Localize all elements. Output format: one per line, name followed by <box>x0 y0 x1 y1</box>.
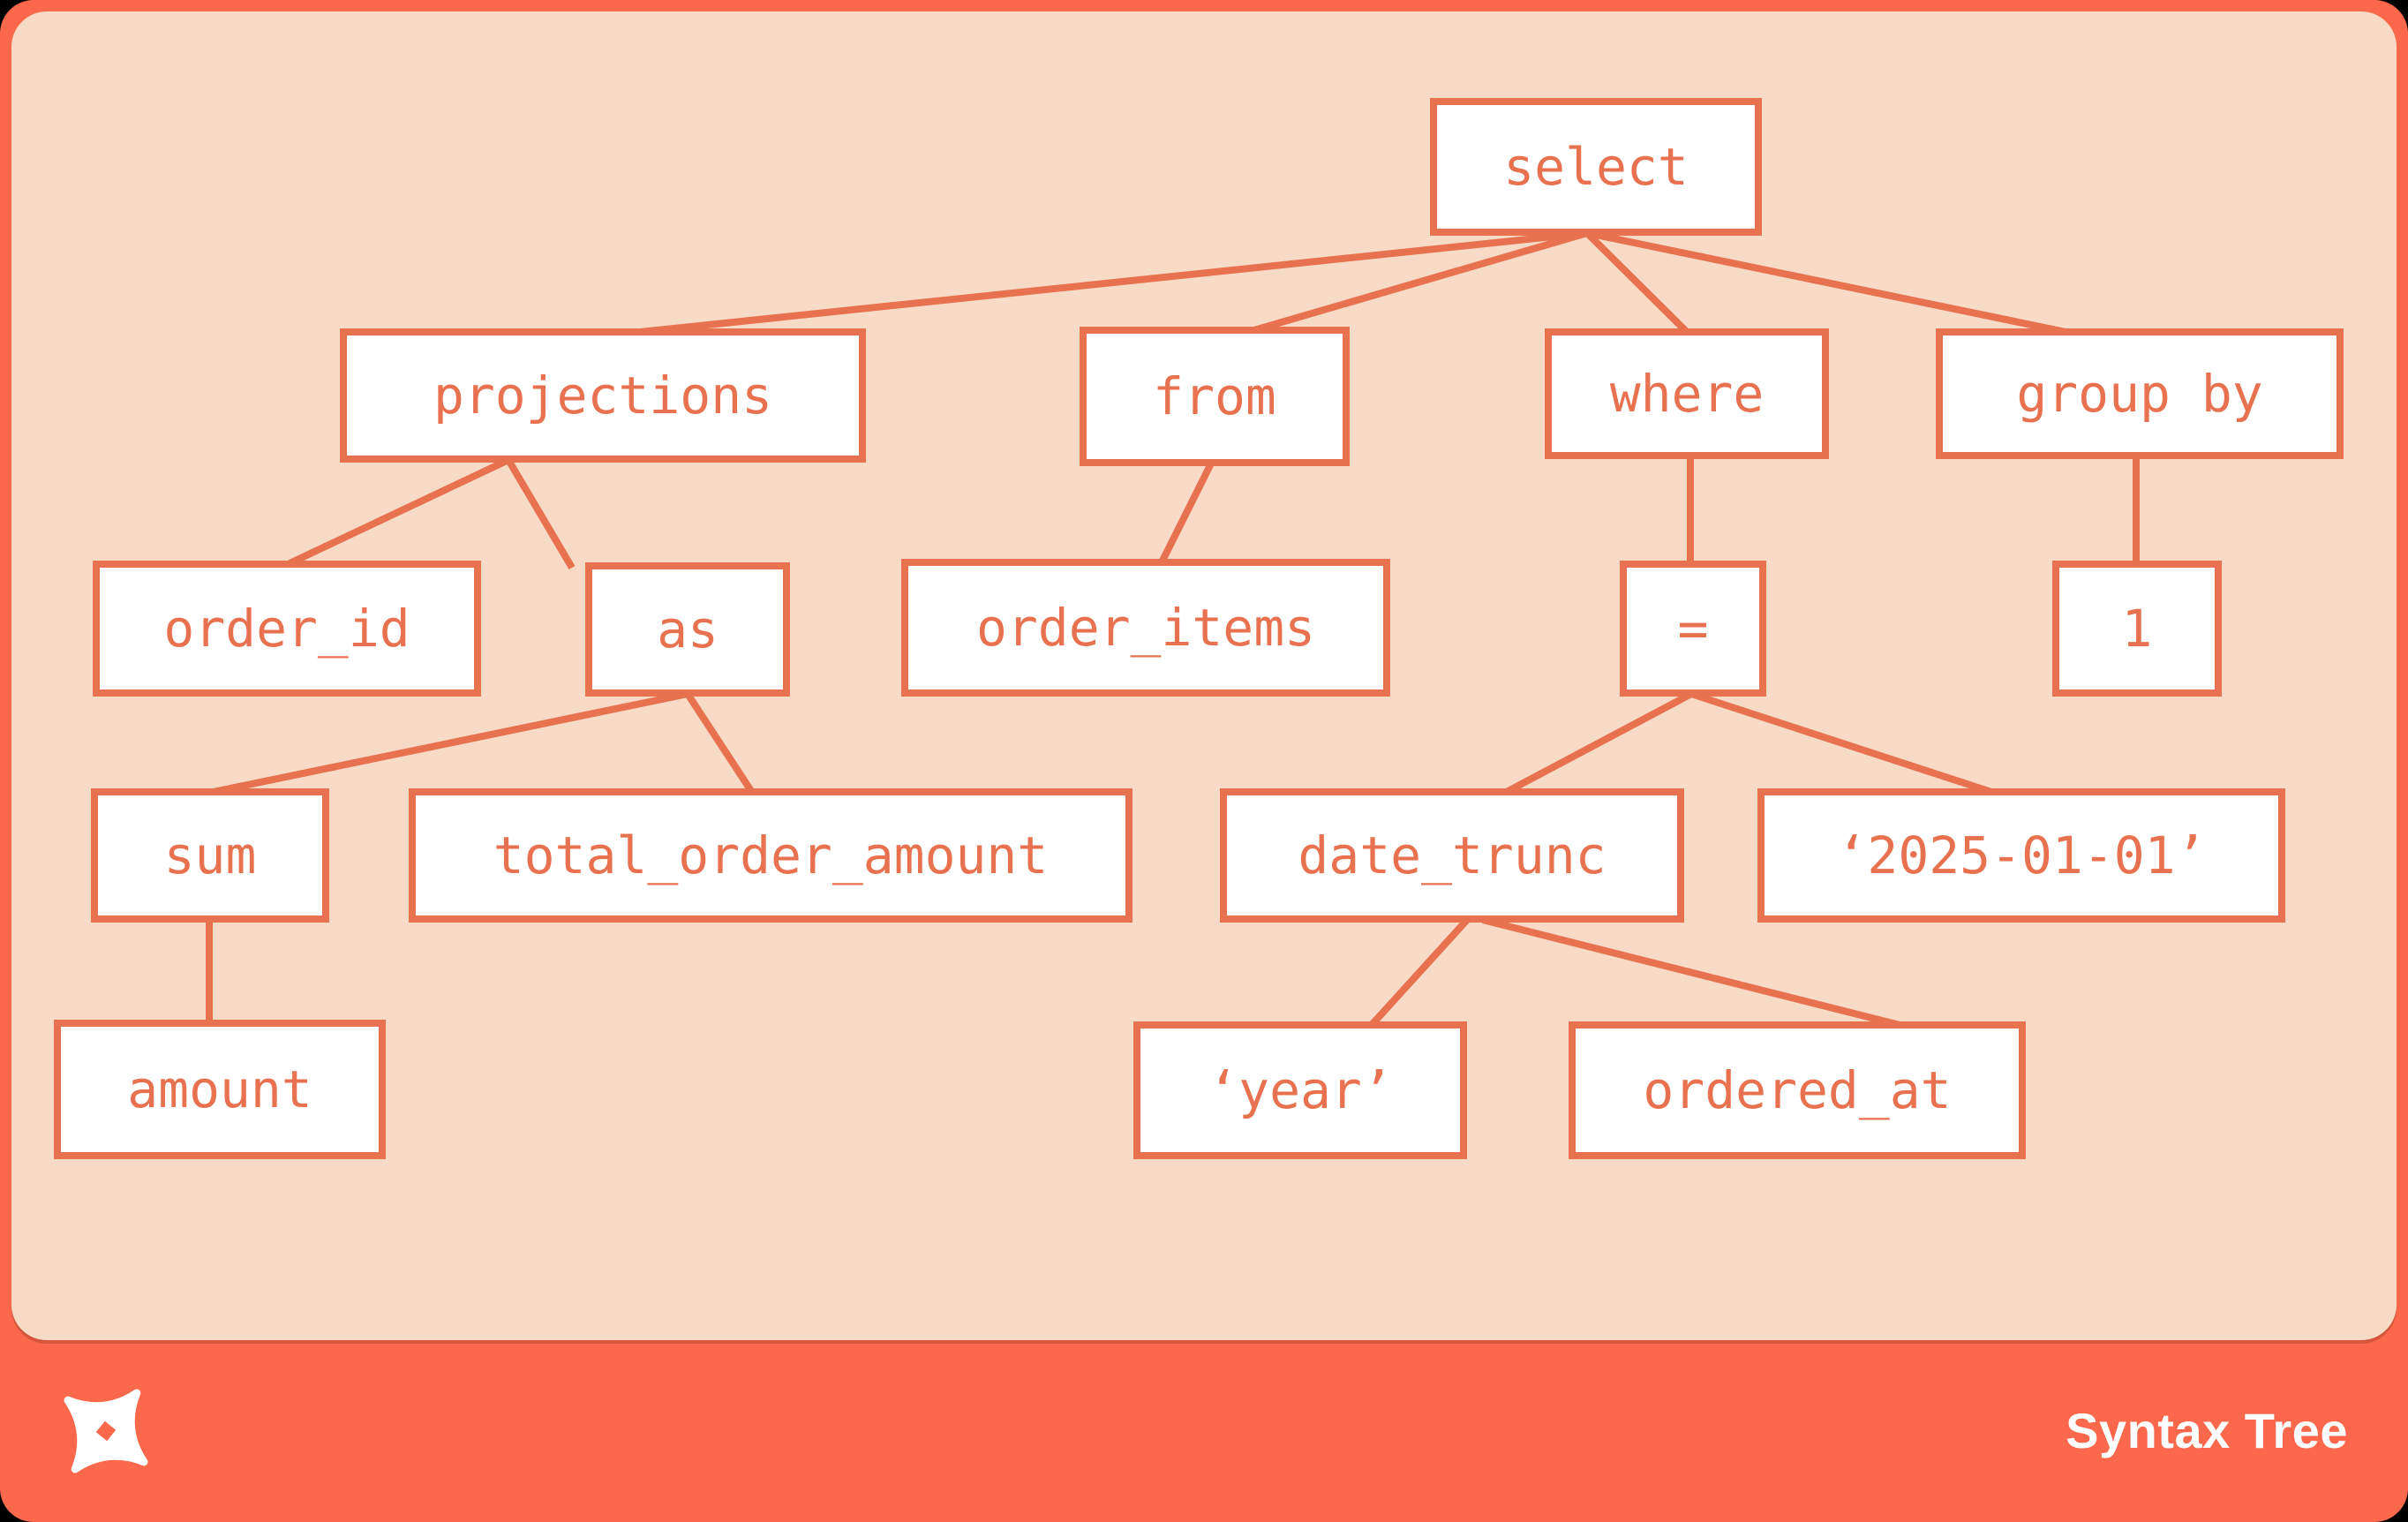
tree-node-projections: projections <box>340 328 866 463</box>
tree-node-as: as <box>585 562 790 697</box>
tree-node-from: from <box>1080 327 1350 466</box>
tree-node-where: where <box>1545 328 1829 459</box>
tree-node-total-order-amount: total_order_amount <box>409 788 1133 923</box>
tree-node-ordered-at: ordered_at <box>1569 1021 2026 1159</box>
tree-node-one: 1 <box>2052 561 2222 697</box>
dbt-logo-icon <box>64 1389 148 1473</box>
tree-node-date-trunc: date_trunc <box>1220 788 1684 923</box>
tree-node-eq: = <box>1620 561 1766 697</box>
tree-node-order-id: order_id <box>93 561 481 697</box>
tree-node-order-items: order_items <box>901 559 1390 697</box>
brand-title: Syntax Tree <box>2066 1402 2348 1458</box>
tree-node-sum: sum <box>91 788 329 923</box>
tree-node-year-literal: ‘year’ <box>1133 1021 1467 1159</box>
tree-node-select: select <box>1430 98 1762 236</box>
tree-node-date-literal: ‘2025-01-01’ <box>1757 788 2285 923</box>
tree-node-group-by: group by <box>1936 328 2344 459</box>
footer-bar: Syntax Tree <box>11 1340 2397 1511</box>
tree-node-amount: amount <box>54 1020 386 1159</box>
